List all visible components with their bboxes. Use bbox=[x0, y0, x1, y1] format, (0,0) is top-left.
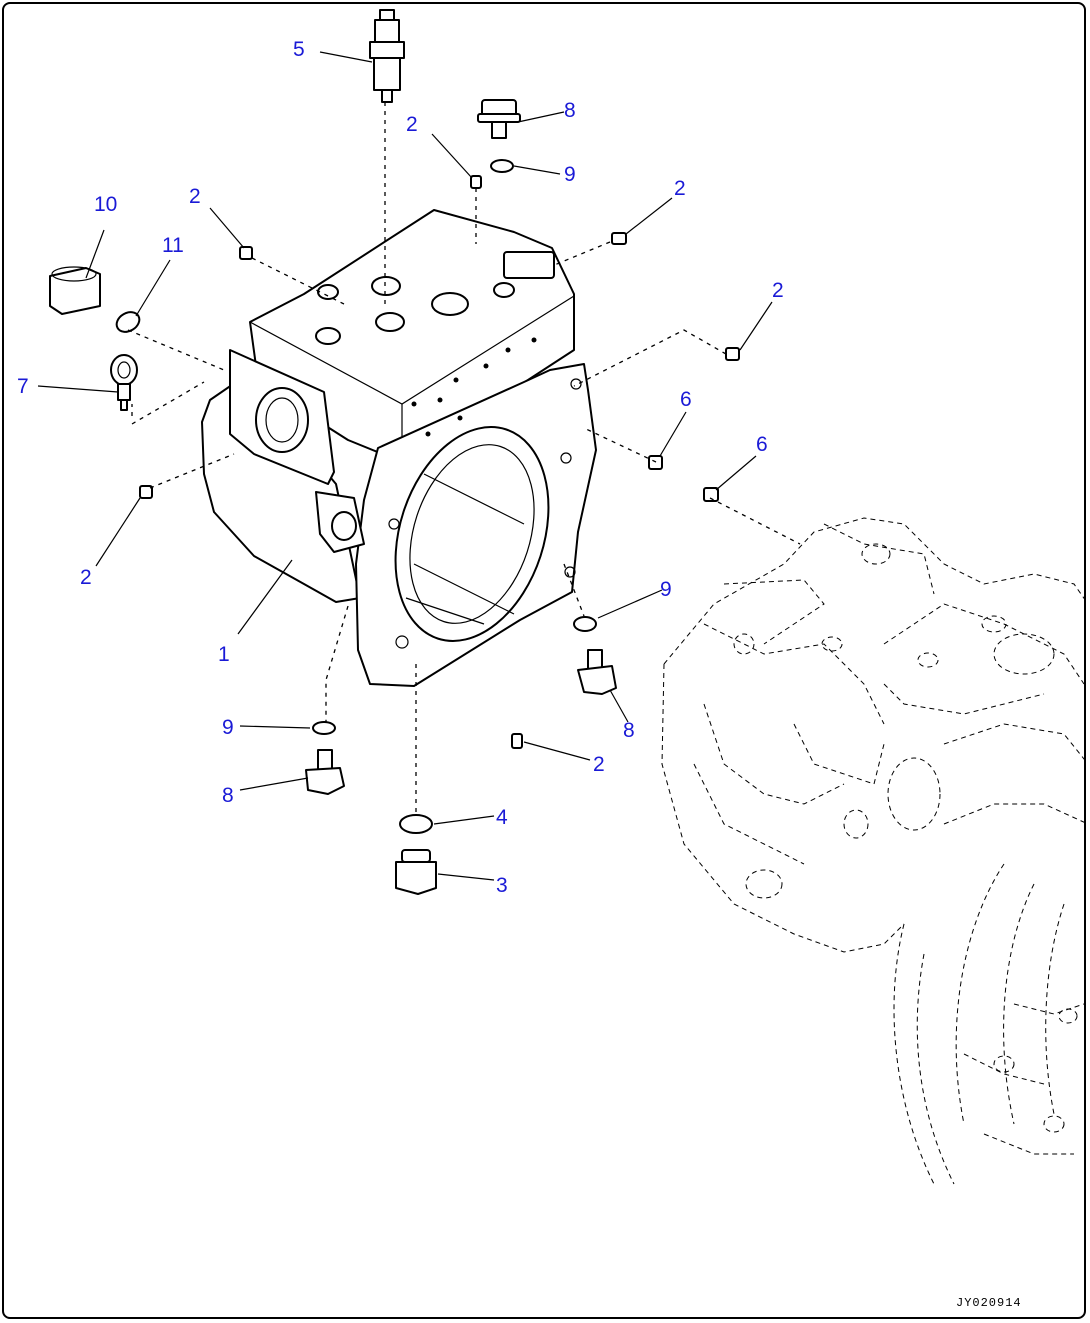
part-10-cap bbox=[49, 266, 101, 315]
callout-2: 2 bbox=[593, 753, 605, 776]
background-assembly bbox=[661, 517, 1084, 1185]
callout-10: 10 bbox=[94, 193, 118, 216]
exploded-parts-drawing bbox=[37, 9, 1084, 1185]
part-9-seal-top bbox=[490, 159, 514, 173]
part-4-oring bbox=[399, 814, 433, 834]
callout-1: 1 bbox=[218, 643, 230, 666]
callout-2: 2 bbox=[406, 113, 418, 136]
callout-9: 9 bbox=[564, 163, 576, 186]
part-2-plug-e bbox=[139, 485, 153, 499]
part-2-plug-a bbox=[470, 175, 482, 189]
callout-7: 7 bbox=[17, 375, 29, 398]
part-3-fitting bbox=[395, 849, 437, 895]
leader-lines bbox=[37, 51, 773, 881]
part-8-bolt-right bbox=[577, 649, 617, 695]
part-8-bolt-top bbox=[477, 99, 521, 139]
callout-2: 2 bbox=[772, 279, 784, 302]
part-2-plug-d bbox=[725, 347, 740, 361]
callout-3: 3 bbox=[496, 874, 508, 897]
callout-2: 2 bbox=[674, 177, 686, 200]
part-2-plug-f bbox=[511, 733, 523, 749]
callout-11: 11 bbox=[162, 234, 184, 257]
callout-9: 9 bbox=[222, 716, 234, 739]
part-8-bolt-left bbox=[305, 749, 345, 795]
callout-2: 2 bbox=[80, 566, 92, 589]
callout-8: 8 bbox=[222, 784, 234, 807]
part-5-sensor bbox=[369, 9, 405, 103]
callout-8: 8 bbox=[564, 99, 576, 122]
callout-4: 4 bbox=[496, 806, 508, 829]
callout-6: 6 bbox=[680, 388, 692, 411]
callout-9: 9 bbox=[660, 578, 672, 601]
part-9-seal-right bbox=[573, 616, 597, 632]
callout-2: 2 bbox=[189, 185, 201, 208]
part-1-pump-case bbox=[201, 209, 597, 687]
part-6-plug-a bbox=[648, 455, 663, 470]
callout-6: 6 bbox=[756, 433, 768, 456]
part-2-plug-c bbox=[611, 232, 627, 245]
assembly-lines bbox=[127, 102, 801, 814]
part-7-eye-fitting bbox=[110, 354, 138, 411]
part-11-oring bbox=[115, 311, 141, 333]
part-6-plug-b bbox=[703, 487, 719, 502]
callout-8: 8 bbox=[623, 719, 635, 742]
part-2-plug-b bbox=[239, 246, 253, 260]
figure-id: JY020914 bbox=[956, 1296, 1022, 1310]
callout-5: 5 bbox=[293, 38, 305, 61]
part-9-seal-left bbox=[312, 721, 336, 735]
